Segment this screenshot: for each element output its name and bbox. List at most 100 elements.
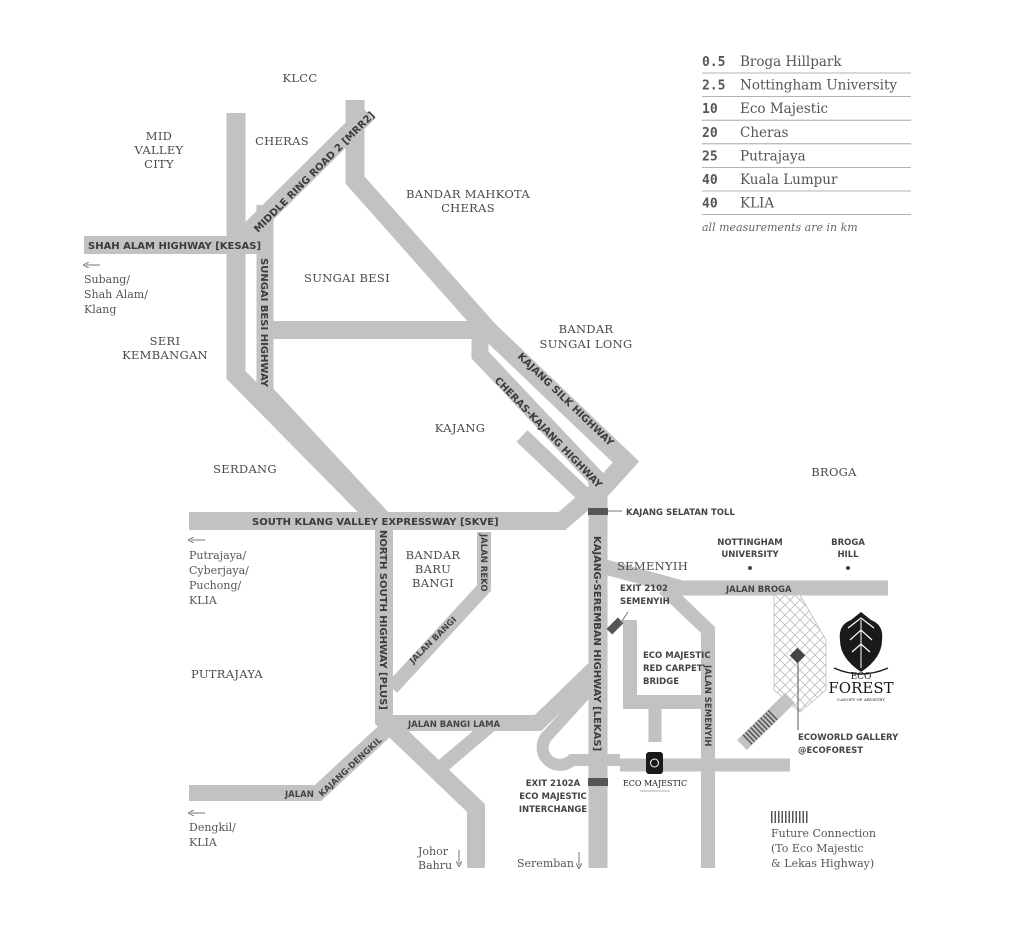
label-jalan-semenyih: JALAN SEMENYIH: [702, 664, 712, 747]
road-cheras-kajang: [471, 330, 605, 486]
svg-text:Bahru: Bahru: [418, 859, 452, 872]
legend-distance: 40: [702, 173, 718, 188]
svg-text:BROGA: BROGA: [831, 538, 865, 548]
destination-dengkil: Dengkil/ KLIA: [189, 813, 236, 849]
legend-row: 0.5 Broga Hillpark: [702, 54, 911, 74]
place-klcc: KLCC: [282, 71, 317, 85]
svg-text:CANOPY OF ARTISTRY: CANOPY OF ARTISTRY: [837, 697, 885, 702]
road-network: [84, 100, 888, 868]
svg-text:UNIVERSITY: UNIVERSITY: [721, 550, 779, 560]
exit-2102a-marker: [588, 778, 608, 786]
label-jalan-broga: JALAN BROGA: [725, 585, 792, 595]
place-seri-kembangan: SERI KEMBANGAN: [122, 334, 208, 362]
svg-text:Puchong/: Puchong/: [189, 579, 241, 592]
road-jalan-semenyih: [659, 582, 715, 868]
future-connection-legend: Future Connection (To Eco Majestic & Lek…: [771, 811, 876, 870]
legend-place: Kuala Lumpur: [740, 172, 838, 188]
svg-text:ECOWORLD GALLERY: ECOWORLD GALLERY: [798, 733, 899, 743]
svg-text:CHERAS: CHERAS: [441, 201, 495, 215]
legend-row: 40 KLIA: [702, 196, 911, 216]
svg-text:BRIDGE: BRIDGE: [643, 677, 679, 687]
place-ecoworld-gallery: ECOWORLD GALLERY @ECOFOREST: [798, 733, 899, 756]
gallery-marker: [789, 647, 806, 664]
svg-text:Johor: Johor: [417, 845, 449, 858]
svg-text:HILL: HILL: [837, 550, 859, 560]
legend-place: Eco Majestic: [740, 101, 828, 117]
kajang-toll-marker: [588, 508, 608, 515]
road-jalan-bangi-lama: [384, 659, 604, 731]
svg-text:@ECOFOREST: @ECOFOREST: [798, 746, 863, 756]
svg-text:ECO MAJESTIC: ECO MAJESTIC: [519, 792, 587, 802]
svg-text:BANDAR MAHKOTA: BANDAR MAHKOTA: [406, 187, 530, 201]
exit-2102-pointer: [619, 611, 629, 625]
svg-text:Klang: Klang: [84, 303, 116, 316]
svg-text:BANDAR: BANDAR: [559, 322, 614, 336]
svg-text:Future Connection: Future Connection: [771, 827, 876, 840]
road-bangi-lama-spur: [435, 718, 497, 774]
label-kesas: SHAH ALAM HIGHWAY [KESAS]: [88, 241, 261, 252]
legend-distance: 2.5: [702, 79, 725, 94]
eco-majestic-logo: ECO MAJESTIC: [623, 752, 687, 792]
legend-row: 40 Kuala Lumpur: [702, 172, 911, 192]
svg-text:KEMBANGAN: KEMBANGAN: [122, 348, 208, 362]
road-red-carpet: [623, 620, 706, 709]
place-mid-valley: MID VALLEY CITY: [134, 129, 184, 171]
place-kajang: KAJANG: [435, 421, 485, 435]
svg-text:RED CARPET: RED CARPET: [643, 664, 703, 674]
svg-text:(To Eco Majestic: (To Eco Majestic: [771, 842, 864, 855]
place-bandar-mahkota: BANDAR MAHKOTA CHERAS: [406, 187, 530, 215]
road-interchange-loop: [536, 675, 620, 771]
svg-text:EXIT 2102: EXIT 2102: [620, 584, 668, 594]
svg-text:BANDAR: BANDAR: [406, 548, 461, 562]
svg-text:VALLEY: VALLEY: [134, 143, 184, 157]
road-spur: [516, 430, 588, 499]
road-nsh: [375, 520, 485, 868]
place-bandar-sungai-long: BANDAR SUNGAI LONG: [540, 322, 633, 351]
svg-text:BANGI: BANGI: [412, 576, 454, 590]
svg-text:Shah Alam/: Shah Alam/: [84, 288, 148, 301]
legend-place: KLIA: [740, 196, 774, 212]
eco-forest-logo: ECO FOREST CANOPY OF ARTISTRY: [828, 612, 894, 702]
svg-text:ECO MAJESTIC: ECO MAJESTIC: [623, 779, 687, 788]
svg-text:Dengkil/: Dengkil/: [189, 821, 236, 834]
label-lekas: KAJANG-SEREMBAN HIGHWAY [LEKAS]: [591, 536, 602, 751]
exit-2102-marker: [606, 617, 624, 635]
legend-distance: 25: [702, 149, 718, 164]
destination-subang: Subang/ Shah Alam/ Klang: [84, 265, 148, 316]
road-skve: [189, 483, 604, 530]
svg-text:& Lekas Highway): & Lekas Highway): [771, 857, 874, 870]
svg-text:NOTTINGHAM: NOTTINGHAM: [717, 538, 783, 548]
destination-seremban: Seremban: [517, 852, 579, 870]
svg-text:KLIA: KLIA: [189, 836, 218, 849]
svg-text:SUNGAI LONG: SUNGAI LONG: [540, 337, 633, 351]
shield-icon: [646, 752, 663, 774]
label-jalan-reko: JALAN REKO: [478, 533, 488, 592]
legend-distance: 20: [702, 126, 718, 141]
place-putrajaya: PUTRAJAYA: [191, 667, 263, 681]
destination-johor: Johor Bahru: [417, 845, 459, 872]
svg-text:EXIT 2102A: EXIT 2102A: [526, 779, 581, 789]
place-semenyih: SEMENYIH: [617, 559, 688, 573]
legend-place: Broga Hillpark: [740, 54, 842, 70]
svg-text:Cyberjaya/: Cyberjaya/: [189, 564, 249, 577]
callout-kajang-toll: KAJANG SELATAN TOLL: [626, 508, 735, 518]
svg-text:MID: MID: [146, 129, 172, 143]
legend-distance: 0.5: [702, 55, 725, 70]
legend-distance: 40: [702, 197, 718, 212]
road-kajang-dengkil: [189, 722, 394, 801]
label-jalan-bangi-lama: JALAN BANGI LAMA: [407, 720, 501, 730]
place-nottingham: NOTTINGHAM UNIVERSITY: [717, 538, 783, 570]
svg-text:FOREST: FOREST: [828, 679, 893, 697]
legend-note: all measurements are in km: [702, 221, 858, 234]
svg-text:ECO MAJESTIC: ECO MAJESTIC: [643, 651, 711, 661]
svg-text:BARU: BARU: [415, 562, 451, 576]
legend-place: Nottingham University: [740, 78, 897, 94]
destination-putrajaya: Putrajaya/ Cyberjaya/ Puchong/ KLIA: [189, 540, 249, 607]
place-broga-hill: BROGA HILL: [831, 538, 865, 570]
label-sungai-besi-highway: SUNGAI BESI HIGHWAY: [258, 258, 269, 388]
road-kajang-silk: [345, 100, 640, 502]
future-connection-hatch-on-road: [742, 709, 779, 745]
